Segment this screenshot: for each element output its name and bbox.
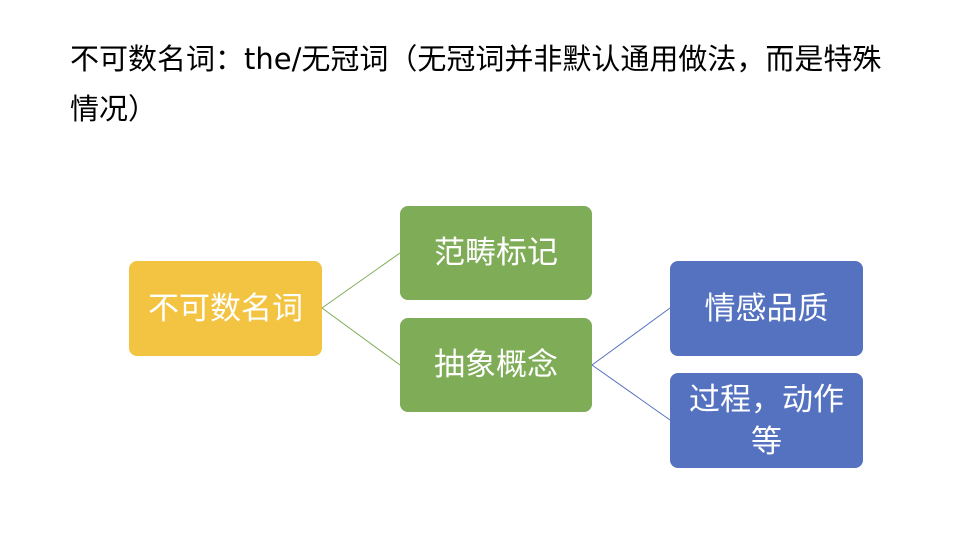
- connector-abstract-to-process: [591, 364, 671, 421]
- node-uncountable-nouns: 不可数名词: [129, 261, 322, 356]
- connector-root-to-abstract: [321, 307, 401, 366]
- node-abstract-concept: 抽象概念: [400, 318, 592, 412]
- node-category-marker: 范畴标记: [400, 206, 592, 300]
- node-emotion-quality: 情感品质: [670, 261, 863, 356]
- slide-title: 不可数名词：the/无冠词（无冠词并非默认通用做法，而是特殊情况）: [70, 42, 882, 126]
- connector-abstract-to-emotion: [591, 307, 671, 366]
- connector-root-to-category: [321, 252, 401, 309]
- node-process-action: 过程，动作等: [670, 373, 863, 468]
